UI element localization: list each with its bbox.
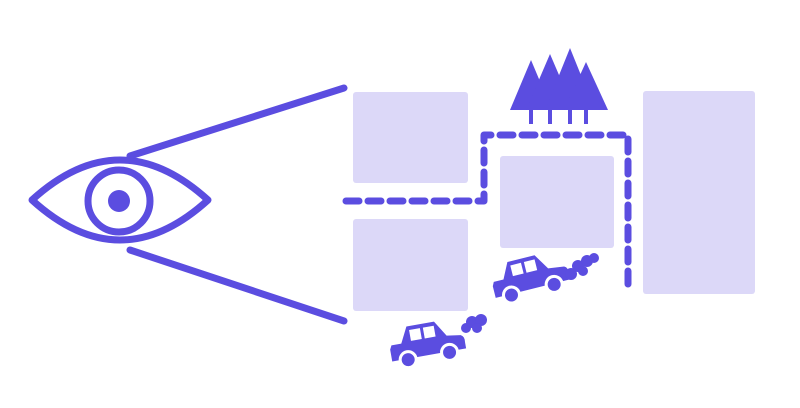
city-block-bottom-left [353, 219, 468, 311]
car-icon [492, 255, 571, 305]
pine-trees-icon [510, 48, 608, 124]
sight-line-bottom [126, 246, 348, 325]
exhaust-cloud-icon [565, 253, 599, 280]
city-block-top-left [353, 92, 468, 183]
city-block-center [500, 156, 614, 248]
city-block-right-tall [643, 91, 755, 294]
exhaust-cloud-icon [461, 314, 487, 333]
eye-icon [28, 156, 212, 244]
dashed-route [342, 131, 632, 296]
sight-line-top [126, 84, 348, 160]
car-icon [390, 321, 467, 370]
